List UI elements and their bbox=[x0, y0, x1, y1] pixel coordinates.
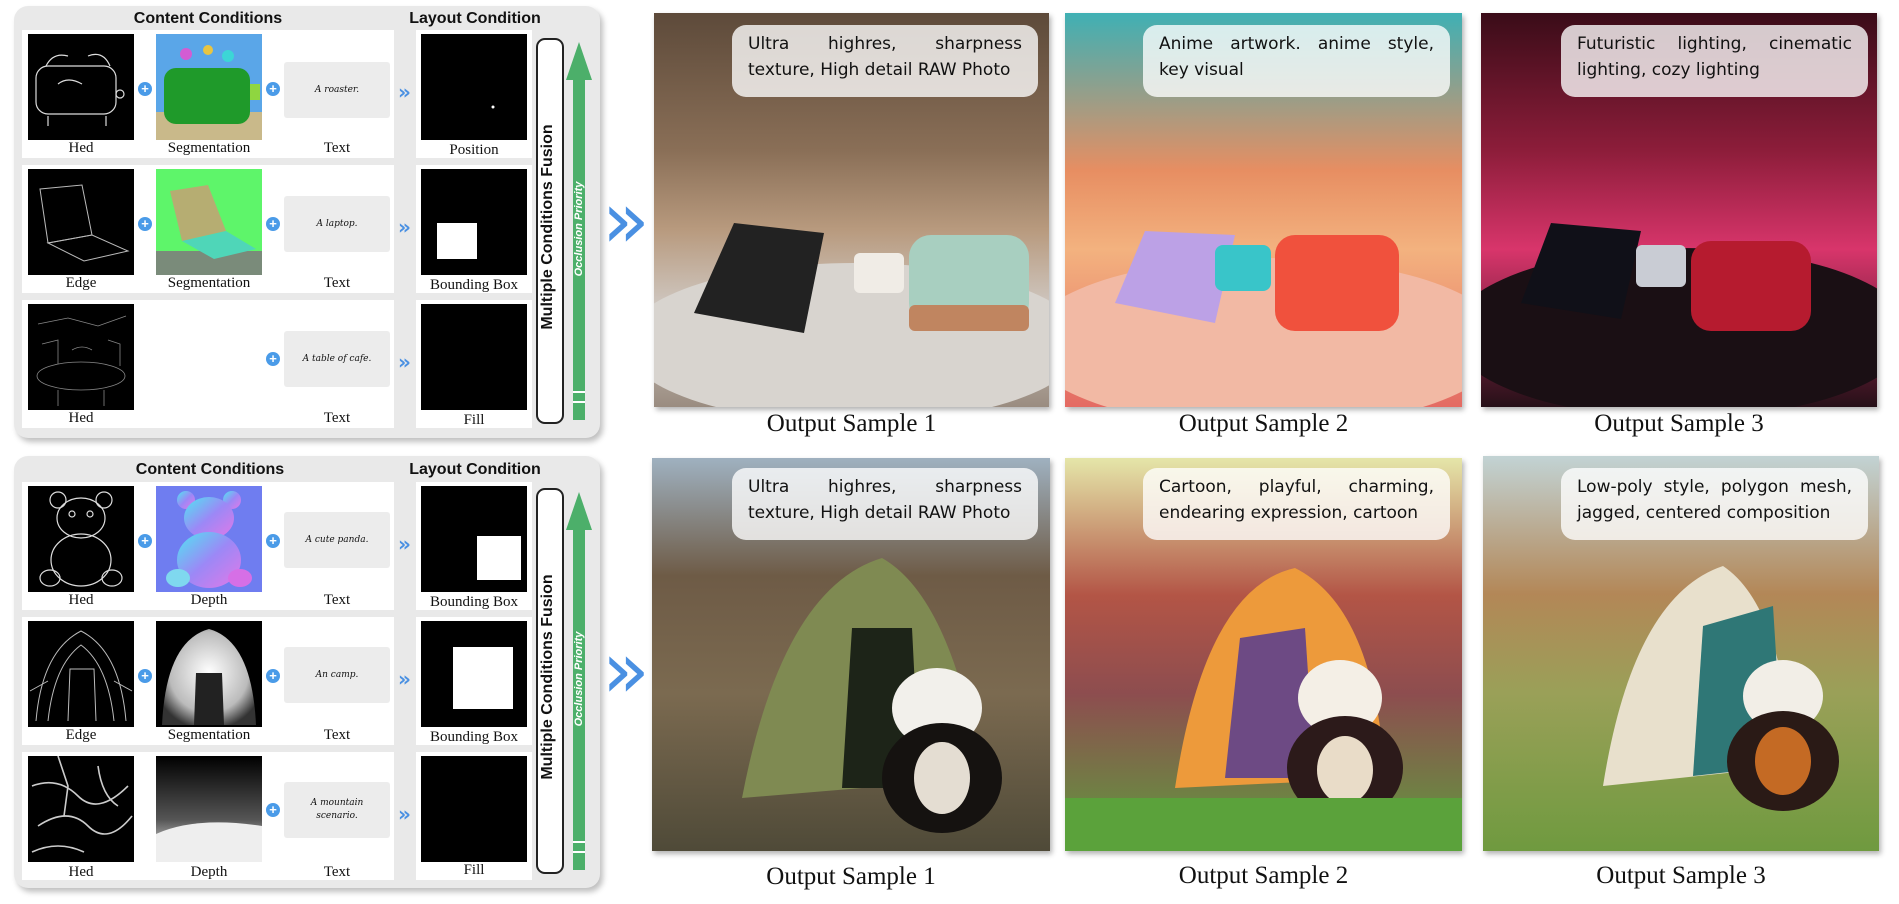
plus-icon: + bbox=[266, 803, 280, 817]
edge-map-thumbnail bbox=[28, 621, 134, 727]
arrow-right-icon: » bbox=[602, 626, 650, 716]
layout-label: Fill bbox=[463, 862, 485, 878]
condition-label: Depth bbox=[190, 864, 228, 880]
fusion-box bbox=[536, 38, 564, 424]
output-sample-caption: Output Sample 1 bbox=[766, 410, 937, 437]
plus-icon: + bbox=[138, 534, 152, 548]
hed-map-thumbnail bbox=[28, 756, 134, 862]
layout-label: Fill bbox=[463, 412, 485, 428]
hed-map-thumbnail bbox=[28, 486, 134, 592]
content-conditions-header: Content Conditions bbox=[133, 10, 283, 27]
condition-label: Hed bbox=[68, 592, 94, 608]
layout-label: Bounding Box bbox=[430, 729, 518, 745]
arrow-right-icon: » bbox=[398, 215, 411, 239]
text-prompt-box: A cute panda. bbox=[284, 512, 390, 568]
style-prompt-bubble: Anime artwork. anime style, key visual bbox=[1143, 25, 1450, 97]
hed-map-thumbnail bbox=[28, 304, 134, 410]
style-prompt-bubble: Low-poly style, polygon mesh, jagged, ce… bbox=[1561, 468, 1868, 540]
content-conditions-header: Content Conditions bbox=[135, 461, 285, 478]
text-prompt-box: A mountain scenario. bbox=[284, 782, 390, 838]
plus-icon: + bbox=[266, 534, 280, 548]
condition-label: Edge bbox=[65, 727, 97, 743]
condition-label: Text bbox=[323, 140, 351, 156]
style-prompt-bubble: Ultra highres, sharpness texture, High d… bbox=[732, 25, 1038, 97]
condition-label: Text bbox=[323, 275, 351, 291]
arrow-right-icon: » bbox=[398, 667, 411, 691]
bounding-box-layout-map bbox=[421, 621, 527, 727]
text-prompt-box: An camp. bbox=[284, 647, 390, 703]
condition-label: Segmentation bbox=[167, 275, 251, 291]
arrow-right-icon: » bbox=[398, 802, 411, 826]
condition-label: Segmentation bbox=[167, 140, 251, 156]
condition-label: Segmentation bbox=[167, 727, 251, 743]
edge-map-thumbnail bbox=[28, 169, 134, 275]
occlusion-priority-arrow bbox=[564, 490, 594, 870]
position-layout-map bbox=[421, 34, 527, 140]
layout-label: Bounding Box bbox=[430, 594, 518, 610]
fusion-box bbox=[536, 488, 564, 874]
bounding-box-layout-map bbox=[421, 486, 527, 592]
layout-condition-header: Layout Condition bbox=[409, 10, 541, 27]
style-prompt-bubble: Futuristic lighting, cinematic lighting,… bbox=[1561, 25, 1868, 97]
plus-icon: + bbox=[266, 352, 280, 366]
plus-icon: + bbox=[266, 669, 280, 683]
layout-condition-header: Layout Condition bbox=[409, 461, 541, 478]
layout-label: Position bbox=[449, 142, 499, 158]
fill-layout-map bbox=[421, 756, 527, 862]
layout-label: Bounding Box bbox=[430, 277, 518, 293]
arrow-right-icon: » bbox=[398, 350, 411, 374]
fill-layout-map bbox=[421, 304, 527, 410]
condition-label: Text bbox=[323, 410, 351, 426]
fusion-label: Multiple Conditions Fusion bbox=[539, 124, 556, 330]
plus-icon: + bbox=[266, 82, 280, 96]
occlusion-priority-arrow bbox=[564, 40, 594, 420]
style-prompt-bubble: Cartoon, playful, charming, endearing ex… bbox=[1143, 468, 1450, 540]
condition-label: Hed bbox=[68, 140, 94, 156]
plus-icon: + bbox=[138, 217, 152, 231]
text-prompt-box: A table of cafe. bbox=[284, 331, 390, 387]
condition-label: Text bbox=[323, 864, 351, 880]
output-sample-caption: Output Sample 3 bbox=[1596, 862, 1766, 889]
condition-label: Text bbox=[323, 592, 351, 608]
bounding-box-layout-map bbox=[421, 169, 527, 275]
condition-label: Depth bbox=[190, 592, 228, 608]
segmentation-thumbnail bbox=[156, 34, 262, 140]
arrow-right-icon: » bbox=[398, 80, 411, 104]
condition-label: Edge bbox=[65, 275, 97, 291]
occlusion-priority-label: Occlusion Priority bbox=[573, 631, 585, 727]
fusion-label: Multiple Conditions Fusion bbox=[539, 574, 556, 780]
plus-icon: + bbox=[138, 82, 152, 96]
text-prompt-box: A roaster. bbox=[284, 62, 390, 118]
arrow-right-icon: » bbox=[398, 532, 411, 556]
hed-map-thumbnail bbox=[28, 34, 134, 140]
text-prompt-box: A laptop. bbox=[284, 196, 390, 252]
condition-label: Hed bbox=[68, 864, 94, 880]
condition-label: Text bbox=[323, 727, 351, 743]
output-sample-caption: Output Sample 1 bbox=[766, 863, 936, 890]
output-sample-caption: Output Sample 2 bbox=[1178, 410, 1349, 437]
plus-icon: + bbox=[138, 669, 152, 683]
occlusion-priority-label: Occlusion Priority bbox=[573, 181, 585, 277]
plus-icon: + bbox=[266, 217, 280, 231]
condition-label: Hed bbox=[68, 410, 94, 426]
output-sample-caption: Output Sample 2 bbox=[1178, 862, 1349, 889]
arrow-right-icon: » bbox=[602, 176, 650, 266]
segmentation-thumbnail bbox=[156, 169, 262, 275]
depth-map-thumbnail bbox=[156, 756, 262, 862]
output-sample-caption: Output Sample 3 bbox=[1594, 410, 1764, 437]
depth-normal-thumbnail bbox=[156, 486, 262, 592]
segmentation-thumbnail bbox=[156, 621, 262, 727]
style-prompt-bubble: Ultra highres, sharpness texture, High d… bbox=[732, 468, 1038, 540]
